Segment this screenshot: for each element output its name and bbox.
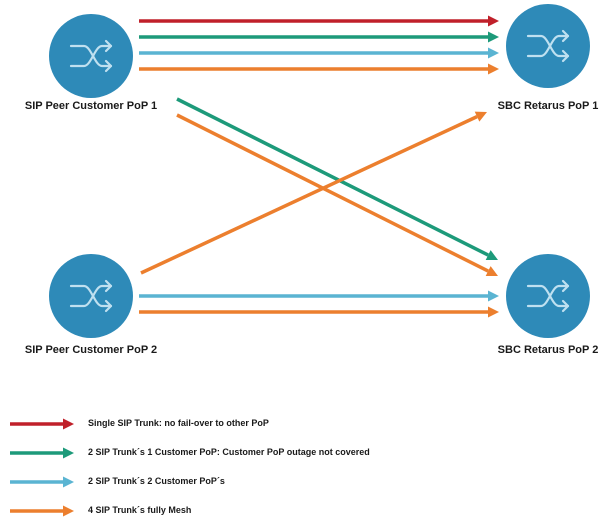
connection-customer-pop-2-to-retarus-pop-2-orange	[139, 306, 499, 318]
legend-arrow-shape	[10, 505, 74, 517]
node-retarus-pop-2	[506, 254, 590, 338]
connection-customer-pop-1-to-retarus-pop-1-green	[139, 31, 499, 43]
legend-item-orange: 4 SIP Trunk´s fully Mesh	[8, 503, 568, 519]
legend-arrow-green	[10, 447, 74, 459]
legend-arrow-orange	[10, 505, 74, 517]
legend-arrow-shape	[10, 447, 74, 459]
connection-customer-pop-1-to-retarus-pop-1-orange	[139, 63, 499, 75]
legend-label-red: Single SIP Trunk: no fail-over to other …	[88, 418, 269, 428]
router-icon	[526, 29, 570, 63]
legend-label-orange: 4 SIP Trunk´s fully Mesh	[88, 505, 192, 515]
connection-customer-pop-2-to-retarus-pop-2-light-blue	[139, 290, 499, 302]
node-customer-pop-2	[49, 254, 133, 338]
node-label-customer-pop-2: SIP Peer Customer PoP 2	[24, 344, 158, 356]
connection-customer-pop-1-to-retarus-pop-2-orange	[176, 113, 498, 276]
legend-label-green: 2 SIP Trunk´s 1 Customer PoP: Customer P…	[88, 447, 370, 457]
legend-arrow-light-blue	[10, 476, 74, 488]
connection-customer-pop-1-to-retarus-pop-2-green	[176, 97, 498, 260]
node-label-retarus-pop-2: SBC Retarus PoP 2	[497, 344, 599, 356]
node-customer-pop-1	[49, 14, 133, 98]
legend-label-light-blue: 2 SIP Trunk´s 2 Customer PoP´s	[88, 476, 225, 486]
legend-arrow-shape	[10, 418, 74, 430]
legend-arrow-red	[10, 418, 74, 430]
router-icon	[69, 279, 113, 313]
node-label-customer-pop-1: SIP Peer Customer PoP 1	[24, 100, 158, 112]
connection-customer-pop-1-to-retarus-pop-1-light-blue	[139, 47, 499, 59]
legend-item-light-blue: 2 SIP Trunk´s 2 Customer PoP´s	[8, 474, 568, 490]
legend-item-red: Single SIP Trunk: no fail-over to other …	[8, 416, 568, 432]
connection-customer-pop-1-to-retarus-pop-1-red	[139, 15, 499, 27]
node-label-retarus-pop-1: SBC Retarus PoP 1	[497, 100, 599, 112]
router-icon	[526, 279, 570, 313]
legend-item-green: 2 SIP Trunk´s 1 Customer PoP: Customer P…	[8, 445, 568, 461]
legend-arrow-shape	[10, 476, 74, 488]
connection-customer-pop-2-to-retarus-pop-1-orange	[140, 111, 487, 275]
node-retarus-pop-1	[506, 4, 590, 88]
router-icon	[69, 39, 113, 73]
